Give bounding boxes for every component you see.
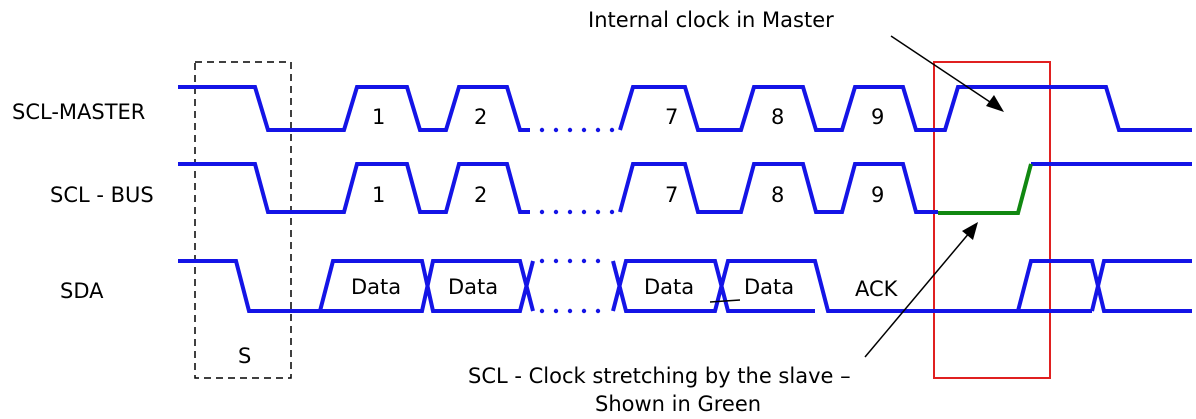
sda-data-label-2: Data [448,275,498,299]
scl-master-pulse-7: 7 [665,105,678,129]
start-condition-box [194,61,292,379]
stretching-annotation-line2: Shown in Green [595,392,761,416]
scl-bus-pulse-7: 7 [665,183,678,207]
sda-data-label-3: Data [644,275,694,299]
signal-label-sda: SDA [60,279,104,303]
scl-bus-stretched-segment [938,163,1033,215]
scl-bus-pulse-9: 9 [871,183,884,207]
sda-data-label-4: Data [744,275,794,299]
stretching-arrowhead [962,222,978,240]
sda-data-label-1: Data [351,275,401,299]
scl-master-pulse-9: 9 [871,105,884,129]
scl-master-pulse-8: 8 [771,105,784,129]
internal-clock-arrow [890,35,997,107]
signal-label-scl-master: SCL-MASTER [12,100,145,124]
scl-bus-waveform [178,162,1192,214]
internal-clock-annotation: Internal clock in Master [588,8,834,32]
signal-label-scl-bus: SCL - BUS [50,183,154,207]
scl-master-pulse-1: 1 [372,105,385,129]
scl-bus-dotted-gap [539,209,615,215]
sda-dotted-gap [539,258,601,314]
stretching-arrow [864,231,971,358]
stretching-annotation-line1: SCL - Clock stretching by the slave – [468,364,851,388]
stretching-highlight-box [933,61,1051,379]
scl-master-dotted-gap [539,127,615,133]
internal-clock-arrowhead [986,95,1004,112]
scl-master-pulse-2: 2 [474,105,487,129]
scl-bus-pulse-8: 8 [771,183,784,207]
scl-bus-pulse-1: 1 [372,183,385,207]
sda-ack-label: ACK [855,277,899,301]
start-condition-label: S [238,344,251,368]
scl-master-waveform [178,85,1192,132]
sda-data-tick [709,299,741,303]
sda-waveform [178,259,1192,313]
scl-bus-pulse-2: 2 [474,183,487,207]
